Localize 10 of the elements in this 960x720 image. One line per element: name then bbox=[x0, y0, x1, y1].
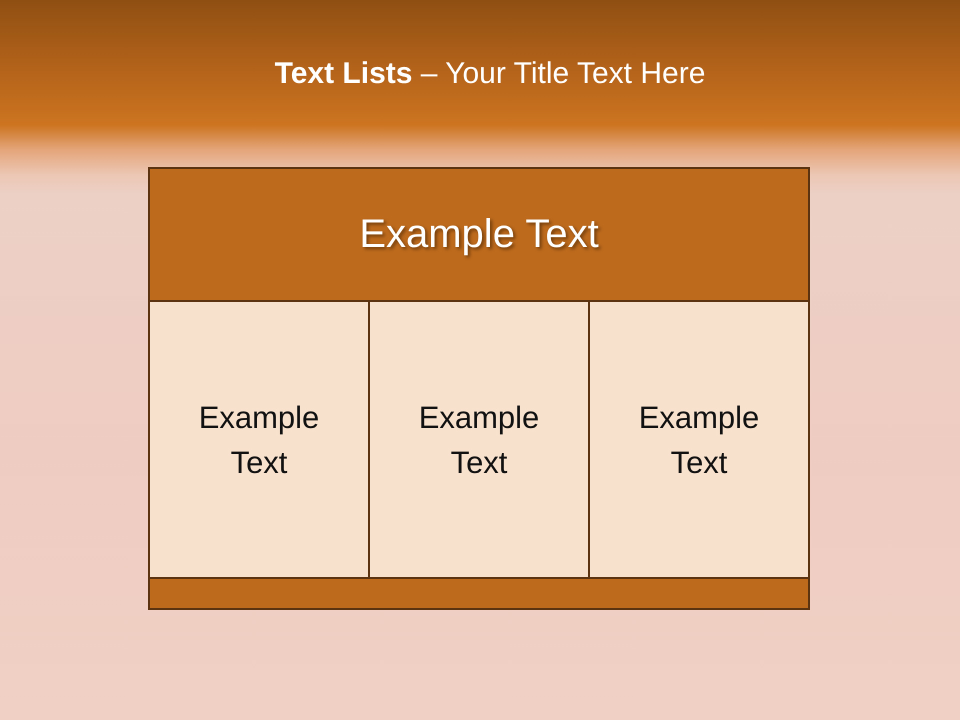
footer-bar bbox=[148, 577, 810, 610]
slide-title: Text Lists – Your Title Text Here bbox=[274, 56, 706, 92]
box-text: Example Text bbox=[638, 398, 760, 482]
text-box bbox=[148, 300, 370, 579]
box-text: Example Text bbox=[418, 398, 540, 482]
box-text: Example Text bbox=[359, 212, 599, 257]
text-box bbox=[588, 300, 810, 579]
header-box bbox=[148, 167, 810, 302]
text-box bbox=[368, 300, 590, 579]
box-text: Example Text bbox=[198, 398, 320, 482]
